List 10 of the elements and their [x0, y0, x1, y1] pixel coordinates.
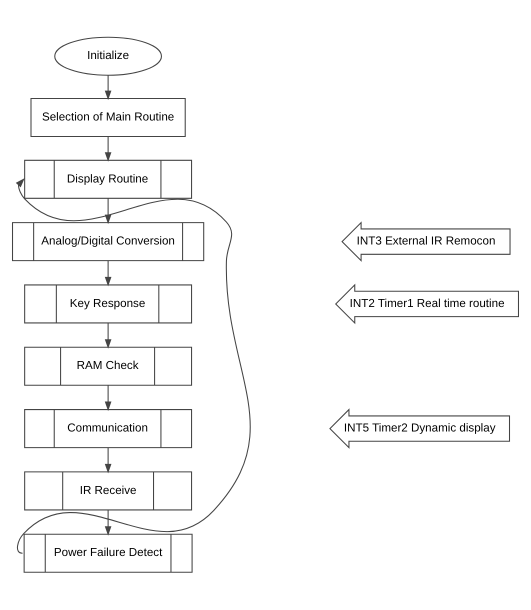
arrow [104, 260, 112, 286]
arrow [104, 75, 112, 100]
arrow [104, 385, 112, 412]
node-ellipse: Initialize [54, 36, 162, 76]
arrow [104, 136, 112, 162]
node-box: Selection of Main Routine [30, 98, 186, 138]
arrow [104, 510, 112, 536]
arrow [16, 178, 250, 554]
arrow [104, 323, 112, 349]
arrow [104, 448, 112, 474]
